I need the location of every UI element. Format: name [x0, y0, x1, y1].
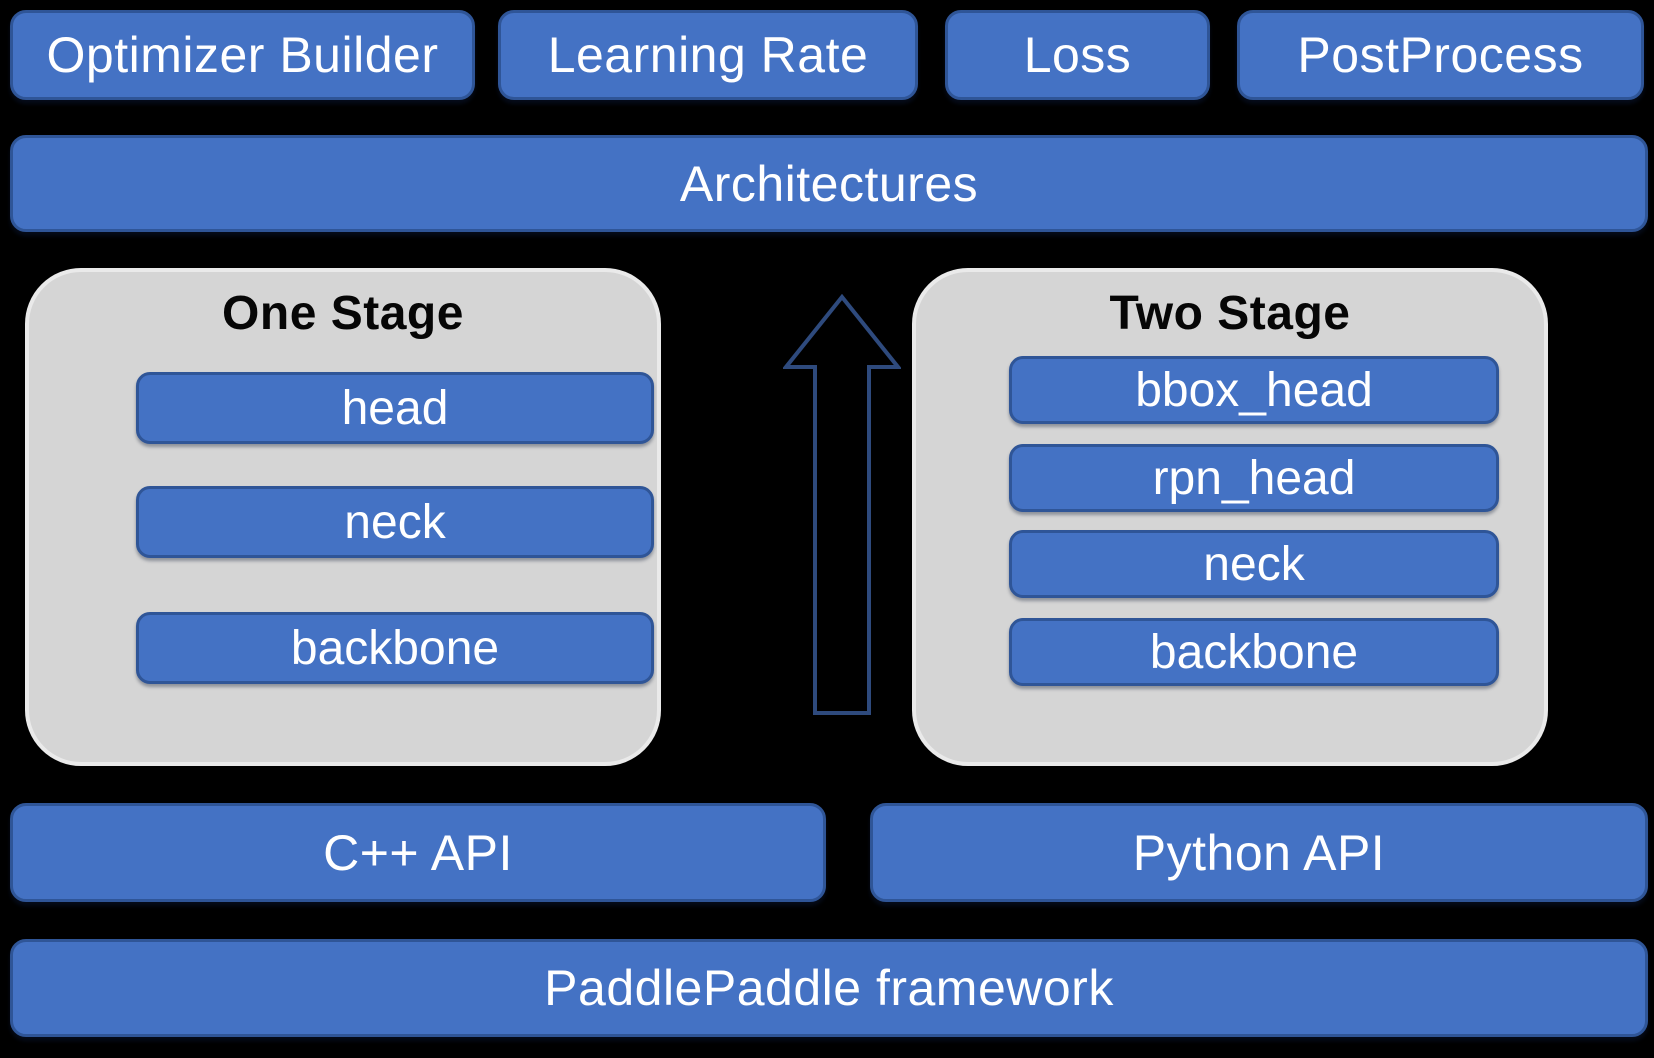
two-stage-bbox-head-module: bbox_head	[1009, 356, 1499, 424]
one-stage-title: One Stage	[222, 287, 464, 340]
one-stage-neck-module: neck	[136, 486, 654, 558]
postprocess-box: PostProcess	[1237, 10, 1644, 100]
paddlepaddle-framework-bar: PaddlePaddle framework	[10, 939, 1648, 1037]
one-stage-head-module: head	[136, 372, 654, 444]
learning-rate-box: Learning Rate	[498, 10, 918, 100]
cpp-api-bar: C++ API	[10, 803, 826, 902]
two-stage-backbone-module: backbone	[1009, 618, 1499, 686]
two-stage-neck-module: neck	[1009, 530, 1499, 598]
two-stage-panel: Two Stage bbox_head rpn_head neck backbo…	[912, 268, 1548, 766]
one-stage-backbone-module: backbone	[136, 612, 654, 684]
up-arrow-icon	[781, 293, 903, 716]
two-stage-title: Two Stage	[1109, 287, 1351, 340]
python-api-bar: Python API	[870, 803, 1648, 902]
architectures-bar: Architectures	[10, 135, 1648, 232]
two-stage-rpn-head-module: rpn_head	[1009, 444, 1499, 512]
optimizer-builder-box: Optimizer Builder	[10, 10, 475, 100]
one-stage-panel: One Stage head neck backbone	[25, 268, 661, 766]
loss-box: Loss	[945, 10, 1210, 100]
